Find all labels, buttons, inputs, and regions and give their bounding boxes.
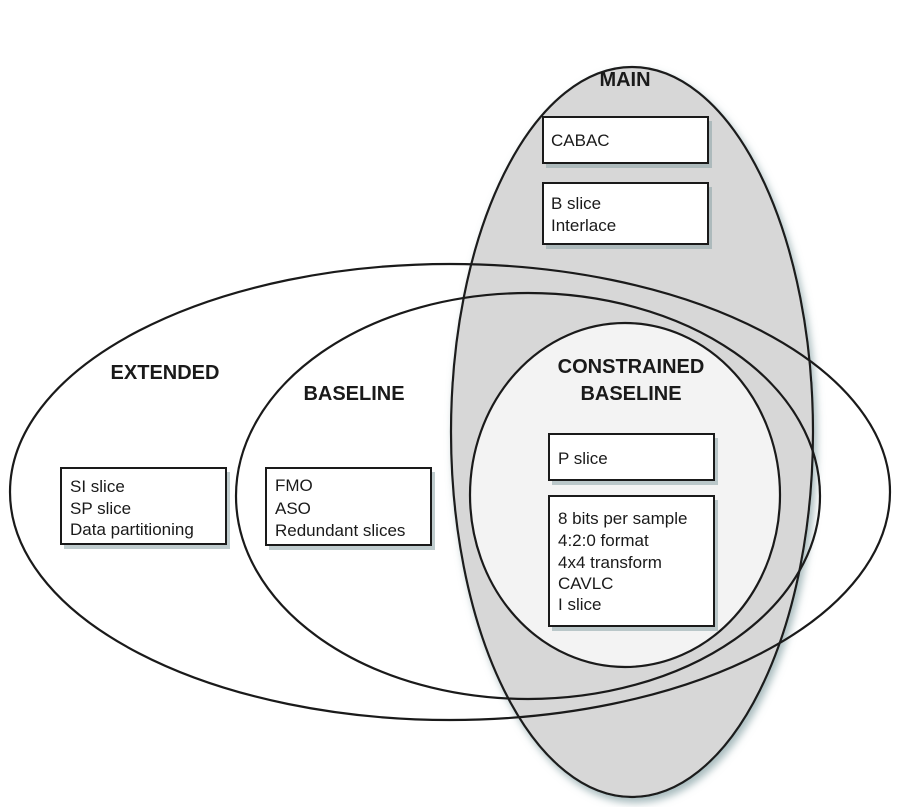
constrained-label-line1: CONSTRAINED bbox=[558, 356, 705, 378]
baseline-profile-ellipse bbox=[234, 291, 822, 701]
svg-text:P slice: P slice bbox=[558, 449, 608, 468]
extended-features-box: SI slice SP slice Data partitioning bbox=[60, 467, 230, 549]
baseline-features-box: FMO ASO Redundant slices bbox=[265, 467, 435, 550]
box-line: Interlace bbox=[551, 216, 616, 235]
pslice-box: P slice bbox=[548, 433, 718, 485]
extended-label: EXTENDED bbox=[111, 362, 220, 384]
box-line: 4:2:0 format bbox=[558, 531, 649, 550]
box-line: P slice bbox=[558, 449, 608, 468]
constrained-label-line2: BASELINE bbox=[580, 383, 681, 405]
svg-text:SI slice SP slice: SI slice SP slice Data partitioning bbox=[70, 477, 194, 539]
box-line: CAVLC bbox=[558, 574, 613, 593]
constrained-features-box: 8 bits per sample 4:2:0 format 4x4 trans… bbox=[548, 495, 718, 631]
box-line: 4x4 transform bbox=[558, 553, 662, 572]
box-line: Data partitioning bbox=[70, 520, 194, 539]
box-line: I slice bbox=[558, 595, 601, 614]
box-line: 8 bits per sample bbox=[558, 509, 687, 528]
box-line: CABAC bbox=[551, 131, 610, 150]
svg-text:CABAC: CABAC bbox=[551, 131, 610, 150]
svg-text:8 bits per sample 4:2:0: 8 bits per sample 4:2:0 format 4x4 trans… bbox=[558, 509, 692, 614]
box-line: FMO bbox=[275, 476, 313, 495]
box-line: B slice bbox=[551, 194, 601, 213]
svg-text:FMO ASO Redundant: FMO ASO Redundant slices bbox=[275, 476, 405, 540]
box-line: SI slice bbox=[70, 477, 125, 496]
box-line: SP slice bbox=[70, 499, 131, 518]
box-line: Redundant slices bbox=[275, 521, 405, 540]
box-line: ASO bbox=[275, 499, 311, 518]
baseline-label: BASELINE bbox=[303, 383, 404, 405]
bslice-interlace-box: B slice Interlace bbox=[542, 182, 712, 249]
svg-text:B slice Interlace: B slice Interlace bbox=[551, 194, 616, 235]
cabac-box: CABAC bbox=[542, 116, 712, 168]
extended-profile-ellipse bbox=[8, 262, 892, 722]
main-label: MAIN bbox=[599, 69, 650, 91]
